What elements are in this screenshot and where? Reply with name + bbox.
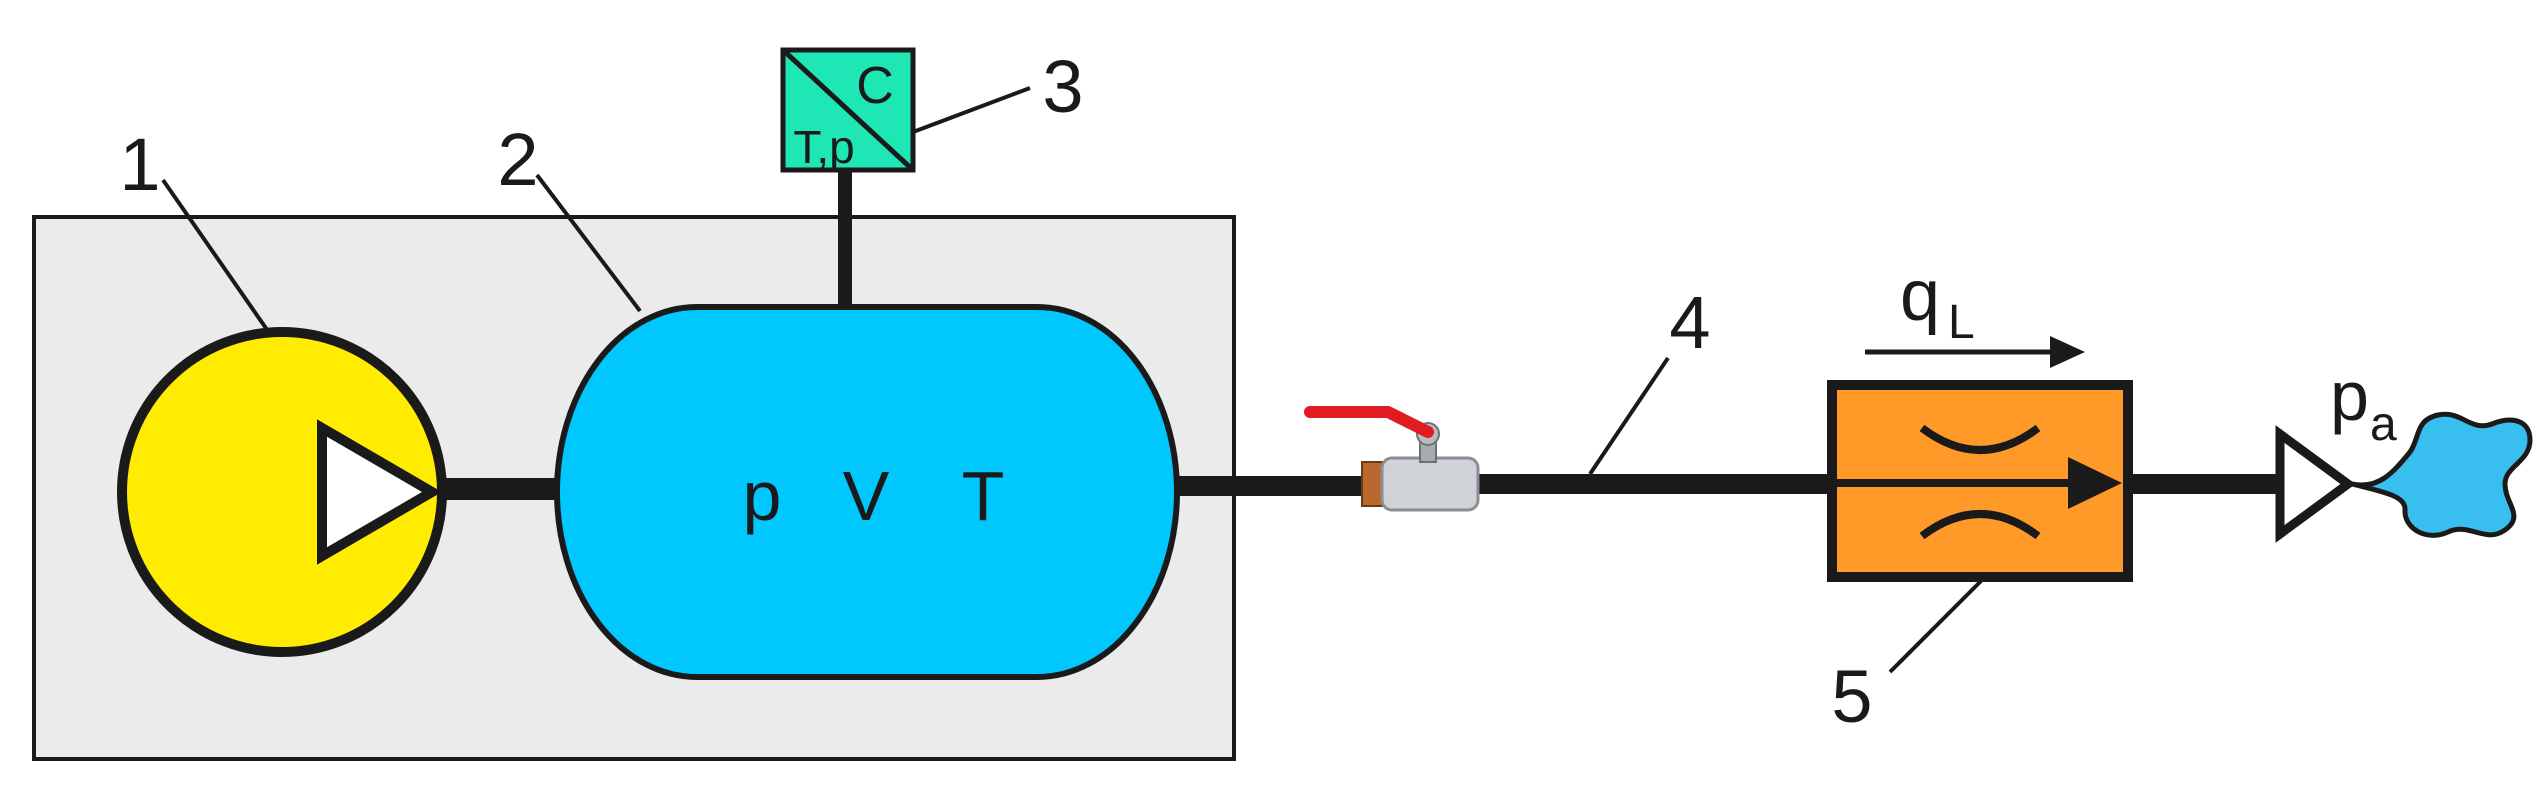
sensor: C T,p bbox=[780, 47, 916, 173]
flow-arrow-head bbox=[2050, 336, 2085, 368]
flow-label-q: q bbox=[1900, 256, 1940, 336]
flow-arrow: q L bbox=[1865, 256, 2085, 368]
callout-3-leader bbox=[912, 86, 1031, 134]
sensor-diagonal bbox=[781, 48, 915, 172]
compressor bbox=[117, 327, 447, 657]
compressor-circle bbox=[117, 327, 447, 657]
sensor-label-tp: T,p bbox=[793, 121, 854, 173]
callout-5: 5 bbox=[1831, 575, 1987, 738]
tank-label-V: V bbox=[843, 457, 890, 535]
callout-2-number: 2 bbox=[497, 118, 538, 201]
water-splash-icon bbox=[2351, 411, 2533, 538]
callout-5-number: 5 bbox=[1831, 655, 1872, 738]
compressor-tank-pipe bbox=[430, 478, 560, 500]
compressor-triangle-icon bbox=[317, 419, 442, 565]
callout-1-number: 1 bbox=[119, 123, 160, 206]
main-pipe bbox=[1475, 474, 1835, 494]
tank-label-T: T bbox=[962, 457, 1005, 535]
outlet-pipe bbox=[2128, 474, 2280, 494]
tank-outlet-pipe bbox=[1177, 476, 1367, 496]
callout-3: 3 bbox=[912, 45, 1084, 134]
ambient-pressure-label-sub: a bbox=[2370, 398, 2397, 451]
callout-1: 1 bbox=[119, 123, 272, 336]
tank: p V T bbox=[554, 304, 1180, 680]
flow-label-sub: L bbox=[1948, 296, 1975, 349]
callout-1-leader bbox=[161, 178, 272, 336]
throttle-arc-top bbox=[1919, 424, 2041, 454]
ball-valve bbox=[1304, 406, 1480, 512]
valve-body bbox=[1380, 456, 1480, 512]
callout-2-leader bbox=[535, 173, 642, 313]
throttle-arc-bottom bbox=[1919, 510, 2041, 540]
leak-restriction bbox=[1827, 380, 2133, 582]
callout-5-leader bbox=[1888, 575, 1987, 674]
valve-handle bbox=[1304, 406, 1434, 438]
outlet-nozzle-icon bbox=[2275, 425, 2356, 543]
callout-3-number: 3 bbox=[1042, 45, 1083, 128]
callout-4-leader bbox=[1588, 356, 1670, 476]
leak-flow-arrowhead bbox=[2068, 457, 2122, 509]
tank-label-p: p bbox=[743, 457, 782, 535]
callout-2: 2 bbox=[497, 118, 642, 313]
callout-4: 4 bbox=[1588, 281, 1711, 476]
callout-4-number: 4 bbox=[1669, 281, 1710, 364]
sensor-label-c: C bbox=[856, 57, 894, 115]
ambient-pressure-label-p: p bbox=[2330, 357, 2369, 435]
